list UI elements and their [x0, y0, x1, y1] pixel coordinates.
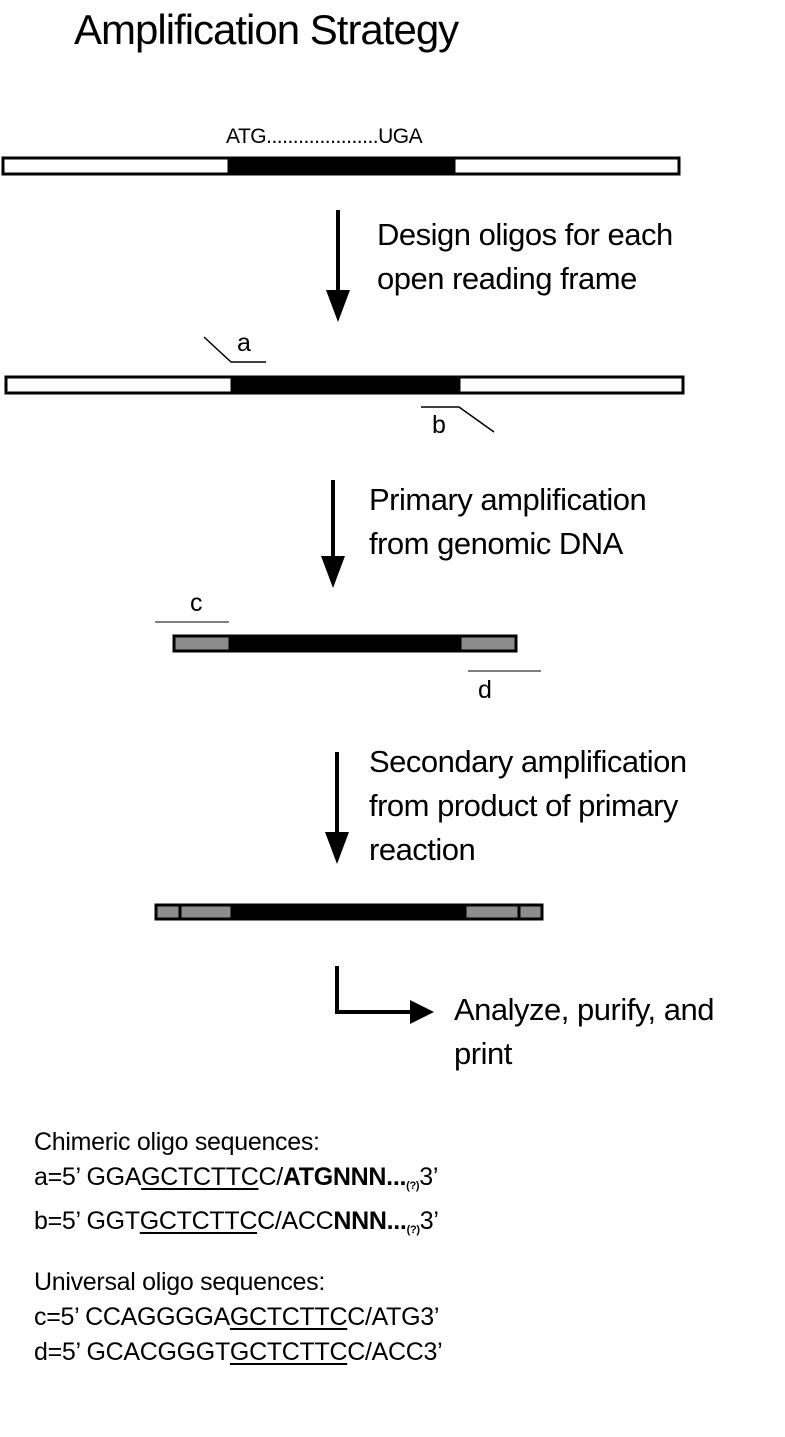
chimeric-sequences: Chimeric oligo sequences: a=5’ GGAGCTCTT…: [34, 1125, 439, 1248]
primer-a-line: [203, 336, 266, 363]
orf-marker: ATG.....................UGA: [226, 125, 423, 148]
primer-b-line: [421, 406, 495, 433]
flank-left: [1, 156, 231, 176]
step-analyze-purify-print: Analyze, purify, and print: [454, 992, 714, 1071]
down-arrow-1: [326, 210, 350, 322]
primary-product: [155, 621, 541, 672]
secondary-product: [154, 903, 544, 921]
step-design-oligos: Design oligos for each open reading fram…: [377, 217, 673, 296]
sequence-c: c=5’ CCAGGGGAGCTCTTCC/ATG3’: [34, 1303, 440, 1331]
down-arrow-3: [325, 752, 349, 864]
primer-a-label: a: [237, 329, 251, 357]
page-title: Amplification Strategy: [74, 6, 459, 53]
step-secondary-amplification: Secondary amplification from product of …: [369, 744, 687, 867]
sequence-b: b=5’ GGTGCTCTTCC/ACCNNN...(?)3’: [34, 1207, 439, 1236]
step-primary-amplification: Primary amplification from genomic DNA: [369, 482, 647, 561]
genomic-dna-strand: [1, 156, 681, 176]
universal-sequences: Universal oligo sequences: c=5’ CCAGGGGA…: [34, 1265, 443, 1370]
primer-b-label: b: [432, 411, 446, 439]
primer-c-label: c: [190, 589, 203, 617]
bent-arrow: [335, 966, 434, 1024]
sequence-d: d=5’ GCACGGGTGCTCTTCC/ACC3’: [34, 1338, 443, 1366]
universal-heading: Universal oligo sequences:: [34, 1268, 325, 1296]
down-arrow-2: [321, 480, 345, 588]
orf-region: [227, 156, 456, 176]
flank-right: [452, 156, 681, 176]
primer-d-label: d: [478, 676, 492, 704]
sequence-a: a=5’ GGAGCTCTTCC/ATGNNN...(?)3’: [34, 1163, 439, 1192]
chimeric-heading: Chimeric oligo sequences:: [34, 1128, 320, 1156]
genomic-dna-with-primers: [4, 336, 685, 433]
